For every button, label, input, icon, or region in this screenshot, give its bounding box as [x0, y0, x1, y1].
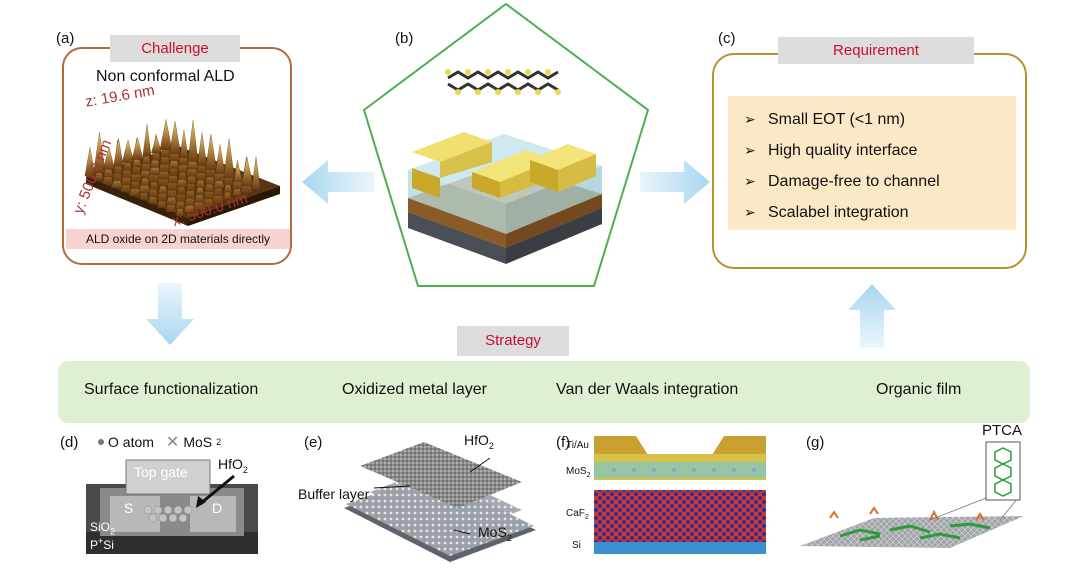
top-gate-label: Top gate [134, 464, 188, 480]
arrowhead-icon: ➢ [744, 173, 756, 189]
drain-label: D [212, 500, 223, 516]
hfo2-label-d: HfO2 [218, 456, 248, 475]
mos2-cross-icon: ✕ [165, 434, 180, 451]
tiau-label: Ti/Au [566, 440, 589, 451]
strategy-item-surface: Surface functionalization [84, 381, 259, 398]
panel-label-d: (d) [60, 434, 79, 451]
arrow-right-icon [640, 160, 710, 204]
strategy-item-organic: Organic film [876, 381, 962, 398]
mos2-label-e: MoS2 [478, 524, 512, 543]
arrowhead-icon: ➢ [744, 142, 756, 158]
caf2-label: CaF2 [566, 508, 589, 521]
si-label-f: Si [572, 540, 581, 551]
mos2-label-f: MoS2 [566, 466, 591, 479]
strategy-tag: Strategy [457, 326, 569, 356]
requirement-tag: Requirement [778, 37, 974, 64]
vdw-stack-image [594, 436, 766, 554]
arrow-down-icon [146, 283, 194, 345]
challenge-caption: ALD oxide on 2D materials directly [66, 229, 290, 249]
ptca-film-image [800, 441, 1024, 548]
challenge-tag: Challenge [110, 35, 240, 62]
requirement-item: ➢Damage-free to channel [744, 172, 940, 190]
device-pentagon [362, 2, 650, 287]
strategy-item-oxidized: Oxidized metal layer [342, 381, 487, 398]
source-label: S [124, 500, 134, 516]
mos2-layer-icon [445, 69, 561, 95]
panel-label-f: (f) [556, 434, 571, 451]
requirement-item: ➢Small EOT (<1 nm) [744, 110, 906, 128]
arrow-left-icon [302, 160, 374, 204]
strategy-item-vdw: Van der Waals integration [556, 381, 739, 398]
o-atom-dot-icon [98, 439, 104, 445]
panel-label-a: (a) [56, 30, 75, 47]
panel-label-b: (b) [395, 30, 414, 47]
arrowhead-icon: ➢ [744, 111, 756, 127]
requirement-item: ➢High quality interface [744, 141, 918, 159]
panel-label-g: (g) [806, 434, 825, 451]
layer-stack-image [344, 442, 536, 562]
requirement-item: ➢Scalabel integration [744, 203, 909, 221]
buffer-layer-label: Buffer layer [298, 486, 370, 502]
arrowhead-icon: ➢ [744, 204, 756, 220]
afm-surface-image [84, 119, 280, 226]
sio2-label: SiO2 [90, 520, 116, 537]
hfo2-label-e: HfO2 [464, 432, 494, 451]
requirement-list: ➢Small EOT (<1 nm) ➢High quality interfa… [728, 96, 1016, 230]
strategy-band [58, 361, 1030, 423]
top-gate-device-image [86, 459, 258, 554]
panel-label-e: (e) [304, 434, 323, 451]
psi-label: P+Si [90, 536, 114, 552]
ptca-label: PTCA [982, 422, 1023, 439]
arrow-up-icon [848, 284, 896, 348]
panel-label-c: (c) [718, 30, 736, 47]
challenge-title: Non conformal ALD [96, 68, 235, 85]
